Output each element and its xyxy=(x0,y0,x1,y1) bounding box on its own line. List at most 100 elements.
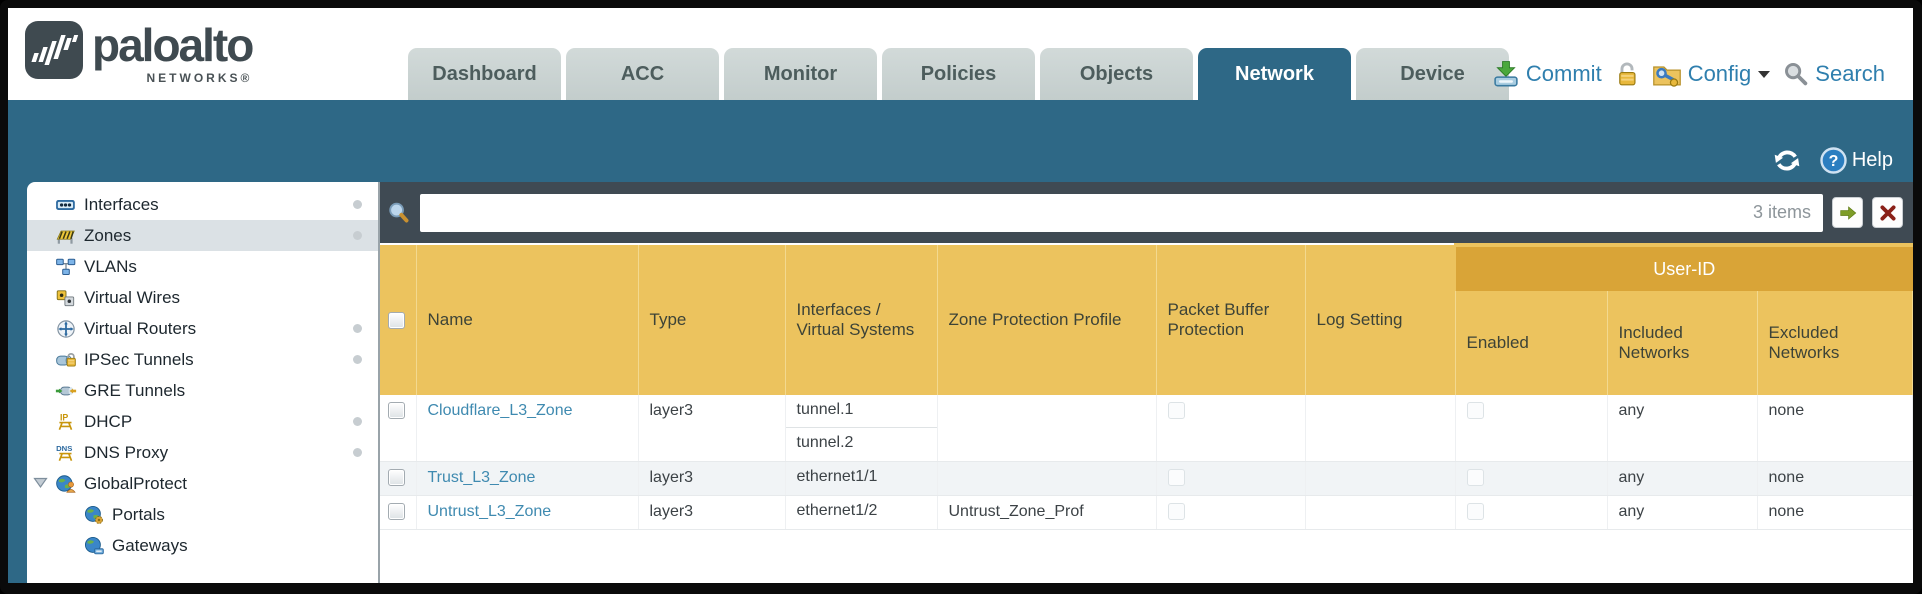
col-group-user-id: User-ID xyxy=(1454,243,1913,291)
col-header-zone-protection[interactable]: Zone Protection Profile xyxy=(937,245,1157,395)
zone-name-link[interactable]: Cloudflare_L3_Zone xyxy=(427,402,573,419)
tab-device[interactable]: Device xyxy=(1356,48,1509,100)
chevron-down-icon xyxy=(1758,71,1771,78)
sub-header-band: ? Help xyxy=(8,100,1913,182)
svg-text:?: ? xyxy=(1828,153,1838,170)
main-nav-tabs: Dashboard ACC Monitor Policies Objects N… xyxy=(408,48,1509,100)
zone-name-link[interactable]: Trust_L3_Zone xyxy=(427,469,536,486)
interface-cell: ethernet1/2 xyxy=(796,502,878,519)
top-bar: paloalto NETWORKS® Dashboard ACC Monitor… xyxy=(8,8,1913,100)
commit-label: Commit xyxy=(1525,61,1602,86)
sidebar-item-label: Virtual Wires xyxy=(84,287,181,307)
sidebar-item-portals[interactable]: Portals xyxy=(27,499,378,530)
status-dot xyxy=(353,200,362,209)
sidebar-item-label: Interfaces xyxy=(84,194,159,214)
col-header-included-networks[interactable]: Included Networks xyxy=(1607,291,1758,395)
zone-name-link[interactable]: Untrust_L3_Zone xyxy=(427,503,552,520)
sidebar-item-ipsec-tunnels[interactable]: IPSec Tunnels xyxy=(27,344,378,375)
sidebar-item-label: GlobalProtect xyxy=(84,473,187,493)
col-header-type[interactable]: Type xyxy=(638,245,786,395)
svg-text:DNS: DNS xyxy=(56,443,72,452)
tab-acc[interactable]: ACC xyxy=(566,48,719,100)
status-dot xyxy=(353,417,362,426)
sidebar-item-globalprotect[interactable]: GlobalProtect xyxy=(27,468,378,499)
commit-icon xyxy=(1494,61,1518,87)
table-row: Trust_L3_Zone layer3 ethernet1/1 any non… xyxy=(380,461,1913,496)
sidebar-item-virtual-wires[interactable]: Virtual Wires xyxy=(27,282,378,313)
dns-proxy-icon: DNS xyxy=(55,443,77,463)
user-id-enabled-checkbox[interactable] xyxy=(1466,402,1484,419)
sidebar-gutter: Interfaces Zones VLANs xyxy=(8,182,380,583)
help-button[interactable]: ? Help xyxy=(1820,147,1893,174)
globalprotect-icon xyxy=(55,474,77,494)
refresh-icon[interactable] xyxy=(1772,147,1802,174)
config-icon xyxy=(1652,66,1681,87)
row-checkbox[interactable] xyxy=(388,503,405,520)
search-icon xyxy=(1785,63,1808,86)
sidebar-item-zones[interactable]: Zones xyxy=(27,220,378,251)
brand-text: paloalto NETWORKS® xyxy=(92,19,254,85)
row-checkbox[interactable] xyxy=(388,402,405,419)
row-checkbox[interactable] xyxy=(388,469,405,486)
sidebar-item-label: Gateways xyxy=(112,535,188,555)
help-icon: ? xyxy=(1820,147,1847,174)
tab-network[interactable]: Network xyxy=(1198,48,1351,100)
status-dot xyxy=(353,231,362,240)
filter-search-icon[interactable] xyxy=(387,201,411,225)
status-dot xyxy=(353,355,362,364)
select-all-checkbox[interactable] xyxy=(388,311,405,329)
sidebar-item-dhcp[interactable]: IP DHCP xyxy=(27,406,378,437)
items-count: 3 items xyxy=(1752,202,1811,222)
sidebar-item-vlans[interactable]: VLANs xyxy=(27,251,378,282)
vlans-icon xyxy=(55,257,77,277)
clear-filter-button[interactable] xyxy=(1872,197,1903,228)
interfaces-icon xyxy=(55,195,77,215)
collapse-triangle-icon[interactable] xyxy=(33,477,48,489)
interface-cell: ethernet1/1 xyxy=(796,468,878,485)
tab-objects[interactable]: Objects xyxy=(1040,48,1193,100)
user-id-enabled-checkbox[interactable] xyxy=(1466,503,1484,520)
lock-icon[interactable] xyxy=(1614,61,1640,87)
col-header-name[interactable]: Name xyxy=(416,245,639,395)
green-arrow-icon xyxy=(1839,205,1856,220)
sidebar-item-virtual-routers[interactable]: Virtual Routers xyxy=(27,313,378,344)
help-label: Help xyxy=(1851,149,1893,171)
sidebar-item-dns-proxy[interactable]: DNS DNS Proxy xyxy=(27,437,378,468)
packet-buffer-checkbox[interactable] xyxy=(1167,503,1185,520)
filter-input[interactable] xyxy=(432,202,1753,223)
select-all-header xyxy=(380,245,417,395)
commit-button[interactable]: Commit xyxy=(1492,60,1602,88)
col-header-log-setting[interactable]: Log Setting xyxy=(1305,245,1456,395)
col-header-excluded-networks[interactable]: Excluded Networks xyxy=(1757,291,1913,395)
status-dot xyxy=(353,448,362,457)
col-header-interfaces[interactable]: Interfaces / Virtual Systems xyxy=(785,245,938,395)
sidebar-item-gateways[interactable]: Gateways xyxy=(27,530,378,561)
packet-buffer-checkbox[interactable] xyxy=(1167,469,1185,486)
sidebar-item-gre-tunnels[interactable]: GRE Tunnels xyxy=(27,375,378,406)
sidebar-item-interfaces[interactable]: Interfaces xyxy=(27,189,378,220)
search-menu[interactable]: Search xyxy=(1783,61,1885,87)
portals-icon xyxy=(83,505,105,525)
tab-policies[interactable]: Policies xyxy=(882,48,1035,100)
apply-filter-button[interactable] xyxy=(1832,197,1863,228)
brand-name: paloalto xyxy=(92,19,254,71)
brand-logo: paloalto NETWORKS® xyxy=(24,19,254,85)
user-id-enabled-checkbox[interactable] xyxy=(1466,469,1484,486)
col-header-enabled[interactable]: Enabled xyxy=(1455,291,1608,395)
sidebar-item-label: Virtual Routers xyxy=(84,318,197,338)
brand-subtitle: NETWORKS® xyxy=(146,70,253,85)
sidebar-item-label: IPSec Tunnels xyxy=(84,349,194,369)
zones-panel: 3 items xyxy=(380,182,1913,583)
config-menu[interactable]: Config xyxy=(1652,60,1772,88)
table-row: Cloudflare_L3_Zone layer3 tunnel.1 tunne… xyxy=(380,395,1913,462)
col-header-packet-buffer[interactable]: Packet Buffer Protection xyxy=(1156,245,1306,395)
zones-table-wrap: Name Type Interfaces / Virtual Systems Z… xyxy=(380,243,1913,583)
tab-monitor[interactable]: Monitor xyxy=(724,48,877,100)
packet-buffer-checkbox[interactable] xyxy=(1167,402,1185,419)
search-label: Search xyxy=(1815,61,1885,86)
interface-cell: tunnel.1 xyxy=(785,395,937,428)
tab-dashboard[interactable]: Dashboard xyxy=(408,48,561,100)
sidebar-item-label: Zones xyxy=(84,225,132,245)
sidebar-item-label: GRE Tunnels xyxy=(84,380,186,400)
